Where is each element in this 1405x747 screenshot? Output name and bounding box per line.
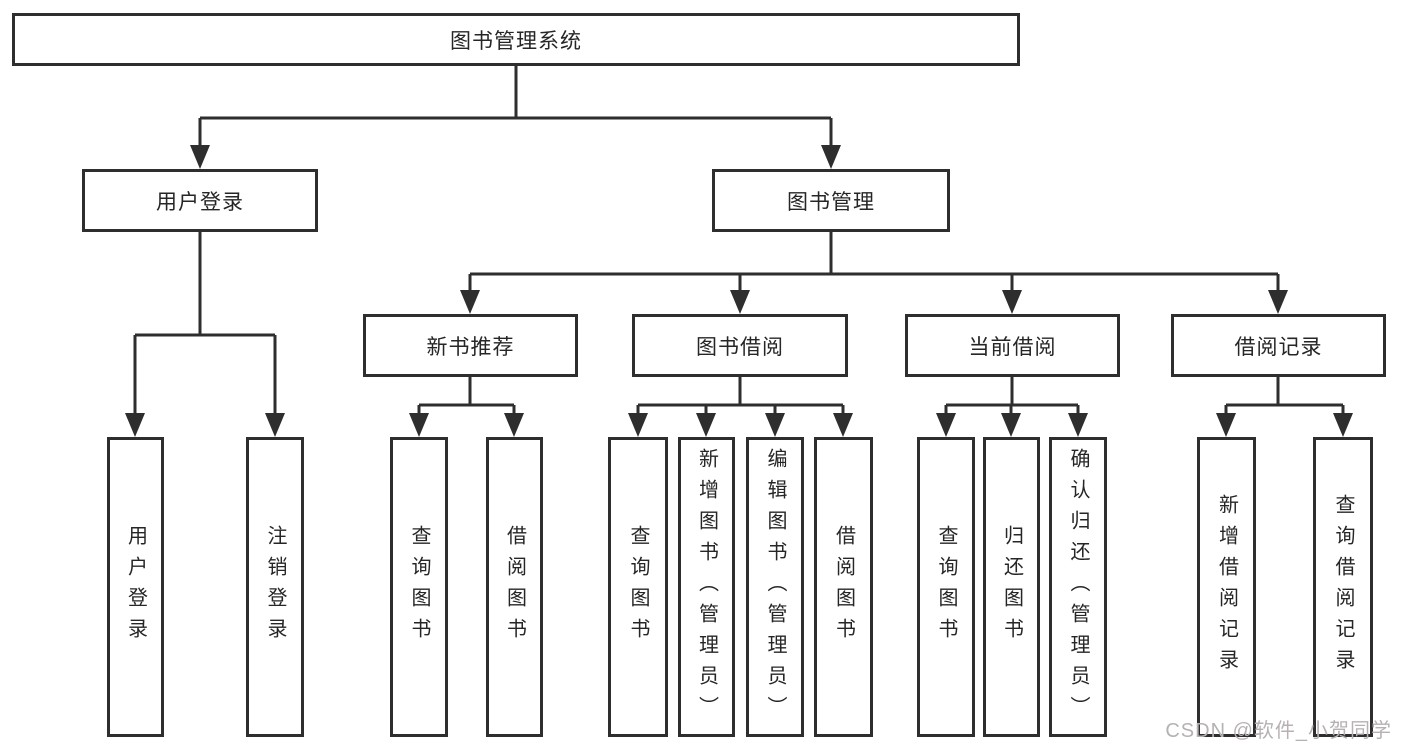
leaf-borrowing-borrow-books: 借阅图书 — [814, 437, 873, 737]
leaf-records-query-borrow-record: 查询借阅记录 — [1313, 437, 1373, 737]
leaf-borrowing-edit-books-admin: 编辑图书（管理员） — [746, 437, 804, 737]
node-new-book-recommend: 新书推荐 — [363, 314, 578, 377]
node-book-management: 图书管理 — [712, 169, 950, 232]
leaf-user-login: 用户登录 — [107, 437, 164, 737]
leaf-logout-login: 注销登录 — [246, 437, 304, 737]
leaf-current-return-books: 归还图书 — [983, 437, 1040, 737]
leaf-current-query-books: 查询图书 — [917, 437, 975, 737]
node-library-management-system: 图书管理系统 — [12, 13, 1020, 66]
leaf-borrowing-query-books: 查询图书 — [608, 437, 668, 737]
node-book-borrowing: 图书借阅 — [632, 314, 848, 377]
node-user-login: 用户登录 — [82, 169, 318, 232]
watermark-text: CSDN @软件_小贺同学 — [1165, 720, 1392, 742]
leaf-recommend-query-books: 查询图书 — [390, 437, 448, 737]
leaf-records-add-borrow-record: 新增借阅记录 — [1197, 437, 1256, 737]
leaf-borrowing-add-books-admin: 新增图书（管理员） — [678, 437, 735, 737]
leaf-current-confirm-return-admin: 确认归还（管理员） — [1049, 437, 1107, 737]
node-current-borrowing: 当前借阅 — [905, 314, 1120, 377]
node-borrow-records: 借阅记录 — [1171, 314, 1386, 377]
leaf-recommend-borrow-books: 借阅图书 — [486, 437, 543, 737]
